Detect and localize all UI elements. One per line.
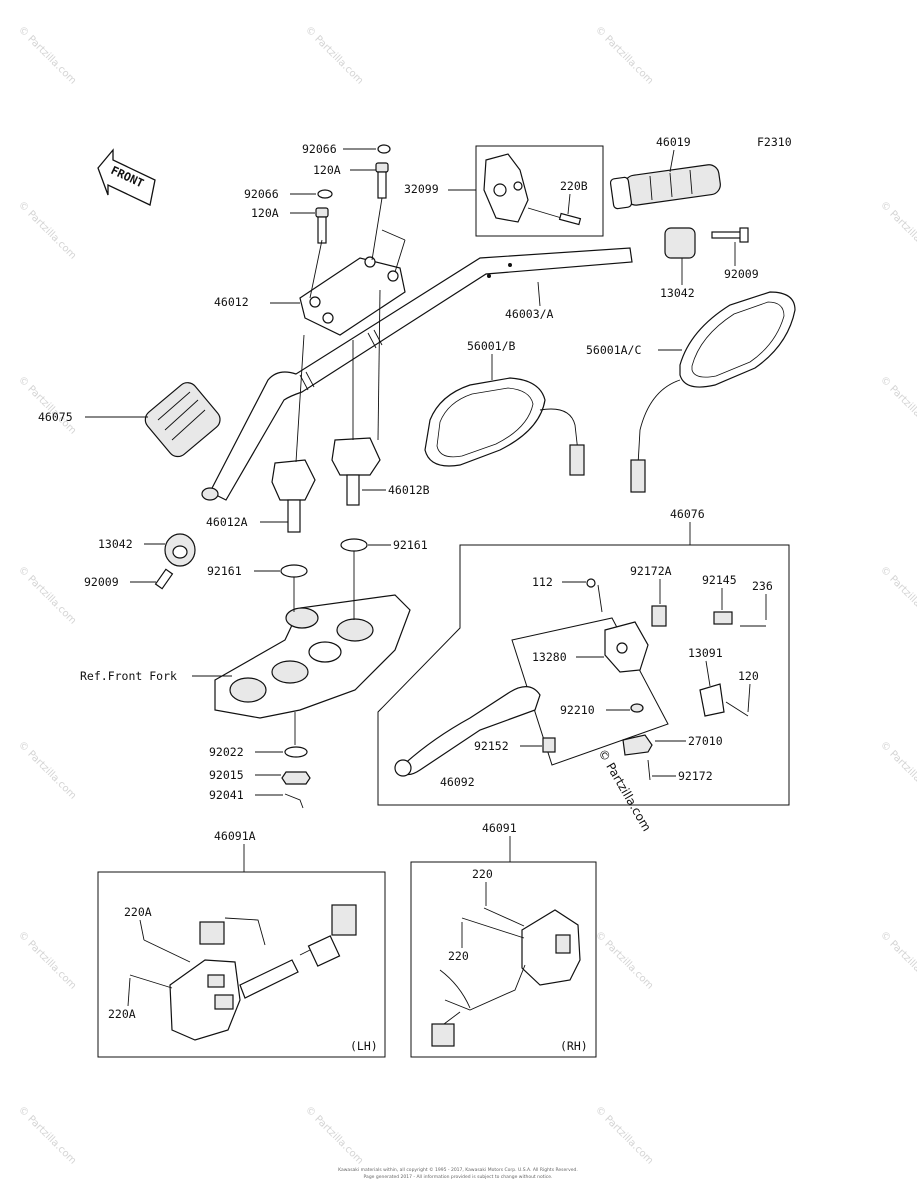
- label-13091: 13091: [688, 646, 723, 660]
- watermark: © Partzilla.com: [593, 24, 655, 86]
- label-46003a: 46003/A: [505, 307, 554, 321]
- watermark: © Partzilla.com: [878, 564, 917, 626]
- label-46091a: 46091A: [214, 829, 256, 843]
- label-92066: 92066: [244, 187, 279, 201]
- throttle-grip: [609, 164, 721, 210]
- label-220: 220: [472, 867, 493, 881]
- label-56001ac: 56001A/C: [586, 343, 641, 357]
- label-220: 220: [448, 949, 469, 963]
- lh-switch-box: [97, 871, 386, 1058]
- label-27010: 27010: [688, 734, 723, 748]
- lever-assembly-box: [377, 544, 790, 806]
- label-46075: 46075: [38, 410, 73, 424]
- lh-marker: (LH): [350, 1039, 378, 1053]
- watermark: © Partzilla.com: [16, 929, 78, 991]
- lever-inner-box: [511, 617, 669, 766]
- watermark: © Partzilla.com: [303, 24, 365, 86]
- label-46019: 46019: [656, 135, 691, 149]
- label-46091: 46091: [482, 821, 517, 835]
- label-120: 120: [738, 669, 759, 683]
- upper-triple-clamp: [214, 551, 411, 745]
- label-13280: 13280: [532, 650, 567, 664]
- watermark: © Partzilla.com: [16, 1104, 78, 1166]
- label-120a: 120A: [313, 163, 341, 177]
- watermark: © Partzilla.com: [593, 929, 655, 991]
- watermark: © Partzilla.com: [878, 929, 917, 991]
- rh-switch-box: [410, 861, 597, 1058]
- left-grip: [144, 382, 221, 458]
- mirror-left: [424, 377, 585, 476]
- rh-switch-housing: [431, 907, 581, 1047]
- rh-marker: (RH): [560, 1039, 588, 1053]
- label-92161: 92161: [393, 538, 428, 552]
- watermark: © Partzilla.com: [878, 199, 917, 261]
- nut-92015: [281, 771, 311, 785]
- switch-housing-reservoir: [483, 153, 582, 226]
- label-92152: 92152: [474, 739, 509, 753]
- reservoir-box: [475, 145, 604, 237]
- label-220b: 220B: [560, 179, 588, 193]
- label-13042: 13042: [660, 286, 695, 300]
- label-92041: 92041: [209, 788, 244, 802]
- watermark: © Partzilla.com: [593, 1104, 655, 1166]
- label-92145: 92145: [702, 573, 737, 587]
- label-46012b: 46012B: [388, 483, 430, 497]
- mirror-right: [630, 291, 796, 493]
- lh-switch-housing: [129, 904, 357, 1041]
- label-220a: 220A: [108, 1007, 136, 1021]
- cotter-pin-92041: [284, 793, 304, 809]
- footer-disclaimer: Page generated 2017 - All information pr…: [364, 1174, 553, 1180]
- washer-92022: [284, 746, 308, 758]
- label-220a: 220A: [124, 905, 152, 919]
- bar-end-weight-right: [664, 227, 749, 259]
- watermark: © Partzilla.com: [303, 1104, 365, 1166]
- label-92172: 92172: [678, 769, 713, 783]
- label-92210: 92210: [560, 703, 595, 717]
- bar-end-weight-left: [154, 533, 196, 590]
- label-46092: 46092: [440, 775, 475, 789]
- label-92015: 92015: [209, 768, 244, 782]
- label-56001b: 56001/B: [467, 339, 516, 353]
- handlebar-tube: [201, 247, 633, 501]
- label-ref-front-fork: Ref.Front Fork: [80, 669, 177, 683]
- label-92009: 92009: [724, 267, 759, 281]
- lower-holder-a: [271, 334, 316, 533]
- watermark: © Partzilla.com: [878, 374, 917, 436]
- watermark: © Partzilla.com: [16, 739, 78, 801]
- watermark: © Partzilla.com: [16, 199, 78, 261]
- lever-assembly: [394, 578, 766, 781]
- label-92161: 92161: [207, 564, 242, 578]
- label-46076: 46076: [670, 507, 705, 521]
- front-arrow-icon: FRONT: [97, 148, 156, 206]
- watermark: © Partzilla.com: [16, 374, 78, 436]
- label-92009: 92009: [84, 575, 119, 589]
- figure-code: F2310: [757, 135, 792, 149]
- upper-handlebar-holder: [299, 197, 406, 336]
- center-watermark: © Partzilla.com: [595, 747, 653, 834]
- label-46012a: 46012A: [206, 515, 248, 529]
- lower-holder-b: [331, 289, 381, 506]
- washer-left: [280, 564, 308, 578]
- label-112: 112: [532, 575, 553, 589]
- label-92172a: 92172A: [630, 564, 672, 578]
- watermark: © Partzilla.com: [16, 24, 78, 86]
- label-13042: 13042: [98, 537, 133, 551]
- washer-right: [340, 538, 368, 552]
- label-46012: 46012: [214, 295, 249, 309]
- label-236: 236: [752, 579, 773, 593]
- label-92022: 92022: [209, 745, 244, 759]
- label-120a: 120A: [251, 206, 279, 220]
- footer-copyright: Kawasaki materials within, all copyright…: [338, 1166, 578, 1173]
- top-bolts-group: [290, 144, 391, 244]
- watermark: © Partzilla.com: [878, 739, 917, 801]
- label-92066: 92066: [302, 142, 337, 156]
- label-32099: 32099: [404, 182, 439, 196]
- watermark: © Partzilla.com: [16, 564, 78, 626]
